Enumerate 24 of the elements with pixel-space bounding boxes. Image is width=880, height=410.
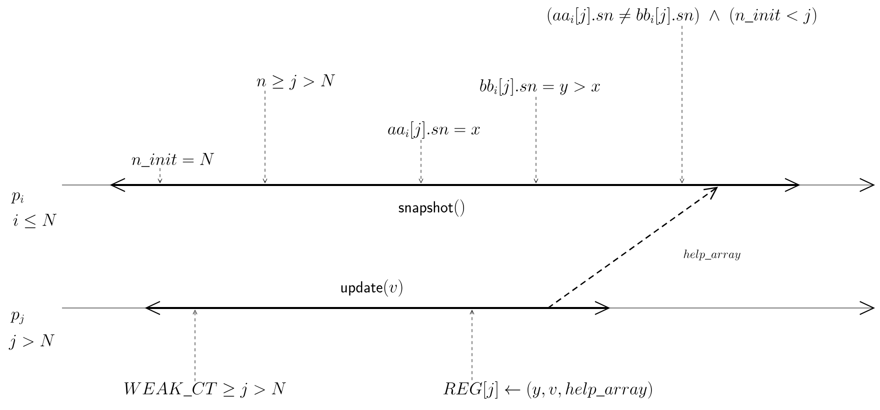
leader-arrow — [470, 310, 474, 380]
leader-arrow — [262, 90, 268, 183]
dashed-arrow — [548, 186, 718, 309]
leader-arrow — [418, 140, 424, 183]
formula-text: $n\_init = N$ — [132, 153, 214, 167]
process-label: $j > N$ — [8, 334, 54, 350]
leader-arrow — [192, 310, 198, 382]
formula-text: $WEAK\_CT \geq j > N$ — [124, 382, 286, 398]
process-label: $p_j$ — [10, 312, 24, 324]
formula-text: $REG[j] \leftarrow (y, v, help\_array)$ — [443, 381, 652, 399]
formula-text: $(aa_i[j].sn \neq bb_i[j].sn) \;\wedge\; (n\_init < j)$ — [548, 7, 816, 25]
interval-arrow — [110, 178, 800, 192]
operation-label: $\mathsf{update}(v)$ — [341, 279, 402, 297]
operation-label: $\mathsf{snapshot}()$ — [398, 199, 464, 217]
formula-text: $bb_i[j].sn = y > x$ — [480, 78, 600, 96]
edge-label: $help\_array$ — [684, 250, 740, 260]
process-label: $p_i$ — [11, 192, 24, 204]
process-label: $i \leq N$ — [13, 214, 57, 228]
leader-arrow — [680, 26, 684, 183]
leader-arrow — [158, 168, 162, 183]
interval-arrow — [144, 301, 610, 315]
formula-text: $n \geq j > N$ — [256, 74, 336, 90]
formula-text: $aa_i[j].sn = x$ — [388, 121, 480, 139]
leader-arrow — [534, 96, 538, 183]
